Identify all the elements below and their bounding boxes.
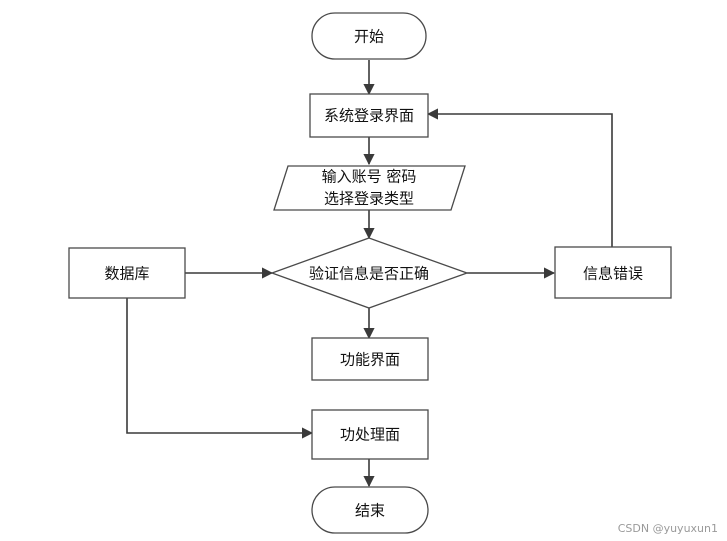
input-label-line1: 输入账号 密码 [322,168,417,186]
end-label: 结束 [355,502,385,520]
process-node: 功处理面 [311,409,429,460]
database-node: 数据库 [68,247,186,299]
error-label: 信息错误 [583,265,643,283]
verify-node: 验证信息是否正确 [270,237,469,309]
function-node: 功能界面 [311,337,429,381]
start-node: 开始 [311,12,427,60]
watermark: CSDN @yuyuxun1 [618,522,718,535]
login-node: 系统登录界面 [309,93,429,138]
input-node: 输入账号 密码 选择登录类型 [273,165,466,211]
verify-label: 验证信息是否正确 [309,265,429,283]
connectors [126,60,613,488]
database-label: 数据库 [104,265,149,283]
arrow-database-to-process [126,298,314,439]
error-node: 信息错误 [554,246,672,299]
function-label: 功能界面 [340,351,400,369]
process-label: 功处理面 [340,426,400,444]
start-label: 开始 [354,28,384,46]
login-label: 系统登录界面 [324,107,414,125]
input-label-line2: 选择登录类型 [324,190,414,208]
arrow-error-to-login [426,108,613,247]
end-node: 结束 [311,486,429,534]
